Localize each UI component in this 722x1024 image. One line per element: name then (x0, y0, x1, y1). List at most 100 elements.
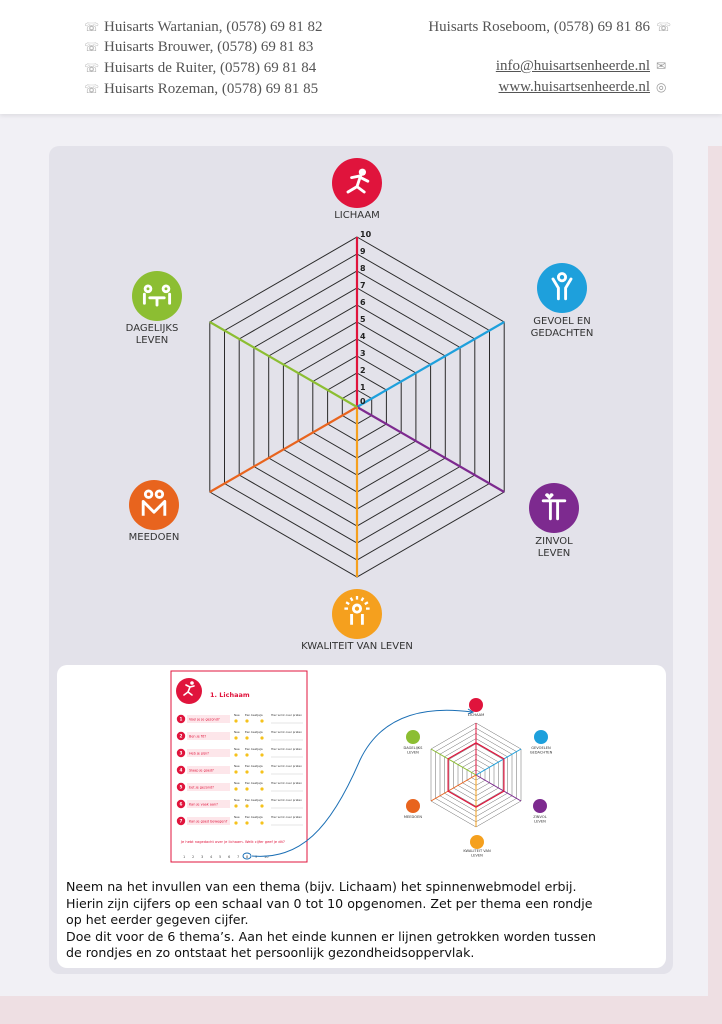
theme-kwaliteit: KWALITEIT VAN LEVEN (301, 589, 413, 652)
column-header: Een beetje (245, 730, 260, 734)
person-radiant-icon (470, 835, 484, 849)
phone-icon: ☏ (84, 82, 100, 96)
column-header: Ja (259, 815, 263, 819)
phone-icon: ☏ (84, 40, 100, 54)
column-header: Hier wil ik over praten (271, 747, 302, 751)
column-header: Nee (234, 764, 240, 768)
scale-tick: 1 (360, 383, 366, 392)
theme-label: LICHAAM (334, 210, 380, 221)
theme-meedoen: MEEDOEN (129, 480, 179, 543)
column-header: Hier wil ik over praten (271, 781, 302, 785)
svg-text:6: 6 (180, 802, 183, 807)
email-link[interactable]: info@huisartsenheerde.nl (495, 58, 650, 74)
scale-tick: 5 (360, 315, 366, 324)
theme-label: LEVEN (538, 548, 571, 559)
globe-icon: ◎ (656, 80, 667, 94)
svg-text:4: 4 (180, 768, 183, 773)
description-line: Hierin zijn cijfers op een schaal van 0 … (66, 895, 593, 911)
mini-theme-label: ZINVOL (533, 815, 546, 819)
spider-axes (209, 237, 505, 577)
marked-score (242, 852, 252, 860)
column-header: Een beetje (245, 781, 260, 785)
mini-theme-label: LEVEN (407, 751, 419, 755)
column-header: Nee (234, 798, 240, 802)
column-header: Nee (234, 781, 240, 785)
decorative-side-strip (708, 146, 722, 996)
description: Neem na het invullen van een thema (bijv… (66, 879, 666, 962)
mini-theme-label: MEEDOEN (404, 815, 423, 819)
axis-dagelijks (209, 321, 358, 408)
mini-theme-label: GEDACHTEN (530, 751, 553, 755)
website-link[interactable]: www.huisartsenheerde.nl (498, 79, 650, 95)
column-header: Ja (259, 713, 263, 717)
description-line: op het eerder gegeven cijfer. (66, 912, 249, 927)
column-header: Nee (234, 747, 240, 751)
scale-number: 5 (219, 855, 221, 859)
scale-number: 4 (210, 855, 213, 859)
worksheet-footer: Je hebt nagedacht over je lichaam. Welk … (180, 840, 285, 844)
question-text: Kan je goed bewegen? (189, 819, 228, 823)
scale-number: 6 (228, 855, 231, 859)
column-header: Nee (234, 815, 240, 819)
person-raising-arms-icon (537, 263, 587, 313)
scale-tick: 7 (360, 281, 366, 290)
example-health-surface (447, 742, 505, 808)
mini-spider-model: LICHAAMGEVOELENGEDACHTENZINVOLLEVENKWALI… (404, 698, 553, 858)
scale-tick: 8 (360, 264, 366, 273)
mini-theme-label: LEVEN (471, 854, 483, 858)
phone-icon: ☏ (656, 20, 672, 34)
svg-text:5: 5 (180, 785, 183, 790)
theme-label: GEDACHTEN (531, 328, 594, 339)
phone-icon: ☏ (84, 61, 100, 75)
column-header: Ja (259, 781, 263, 785)
person-with-heart-icon (533, 799, 547, 813)
header-phone-4: Huisarts Rozeman, (0578) 69 81 85 (104, 81, 319, 97)
header-phone-5: Huisarts Roseboom, (0578) 69 81 86 (428, 19, 650, 35)
scale-tick: 4 (360, 332, 366, 341)
svg-text:3: 3 (180, 751, 183, 756)
phone-icon: ☏ (84, 20, 100, 34)
question-text: Voel je je gezond? (189, 717, 220, 721)
connector-arrow (251, 709, 473, 857)
person-with-heart-icon (529, 483, 579, 533)
scale-number: 1 (183, 855, 185, 859)
column-header: Een beetje (245, 764, 260, 768)
column-header: Een beetje (245, 713, 260, 717)
person-radiant-icon (332, 589, 382, 639)
decorative-footer-strip (0, 996, 722, 1024)
scale-tick: 0 (360, 397, 366, 406)
description-line: de rondjes en zo ontstaat het persoonlij… (66, 945, 475, 960)
column-header: Ja (259, 747, 263, 751)
scale-number: 2 (192, 855, 194, 859)
svg-text:1: 1 (180, 717, 183, 722)
mini-theme-label: DAGELIJKS (404, 746, 424, 750)
question-text: Eet je gezond? (189, 785, 214, 789)
column-header: Hier wil ik over praten (271, 815, 302, 819)
column-header: Ja (259, 730, 263, 734)
theme-label: GEVOEL EN (533, 316, 590, 327)
email-icon: ✉ (656, 59, 667, 73)
column-header: Hier wil ik over praten (271, 798, 302, 802)
description-line: Neem na het invullen van een thema (bijv… (66, 879, 577, 894)
column-header: Een beetje (245, 798, 260, 802)
question-text: Heb je pijn? (189, 751, 209, 755)
two-people-icon (129, 480, 179, 530)
scale-tick: 6 (360, 298, 366, 307)
running-person-icon (469, 698, 483, 712)
theme-lichaam: LICHAAM (332, 158, 382, 221)
scale-number: 9 (255, 855, 258, 859)
axis-meedoen (209, 406, 358, 493)
theme-label: KWALITEIT VAN LEVEN (301, 641, 413, 652)
